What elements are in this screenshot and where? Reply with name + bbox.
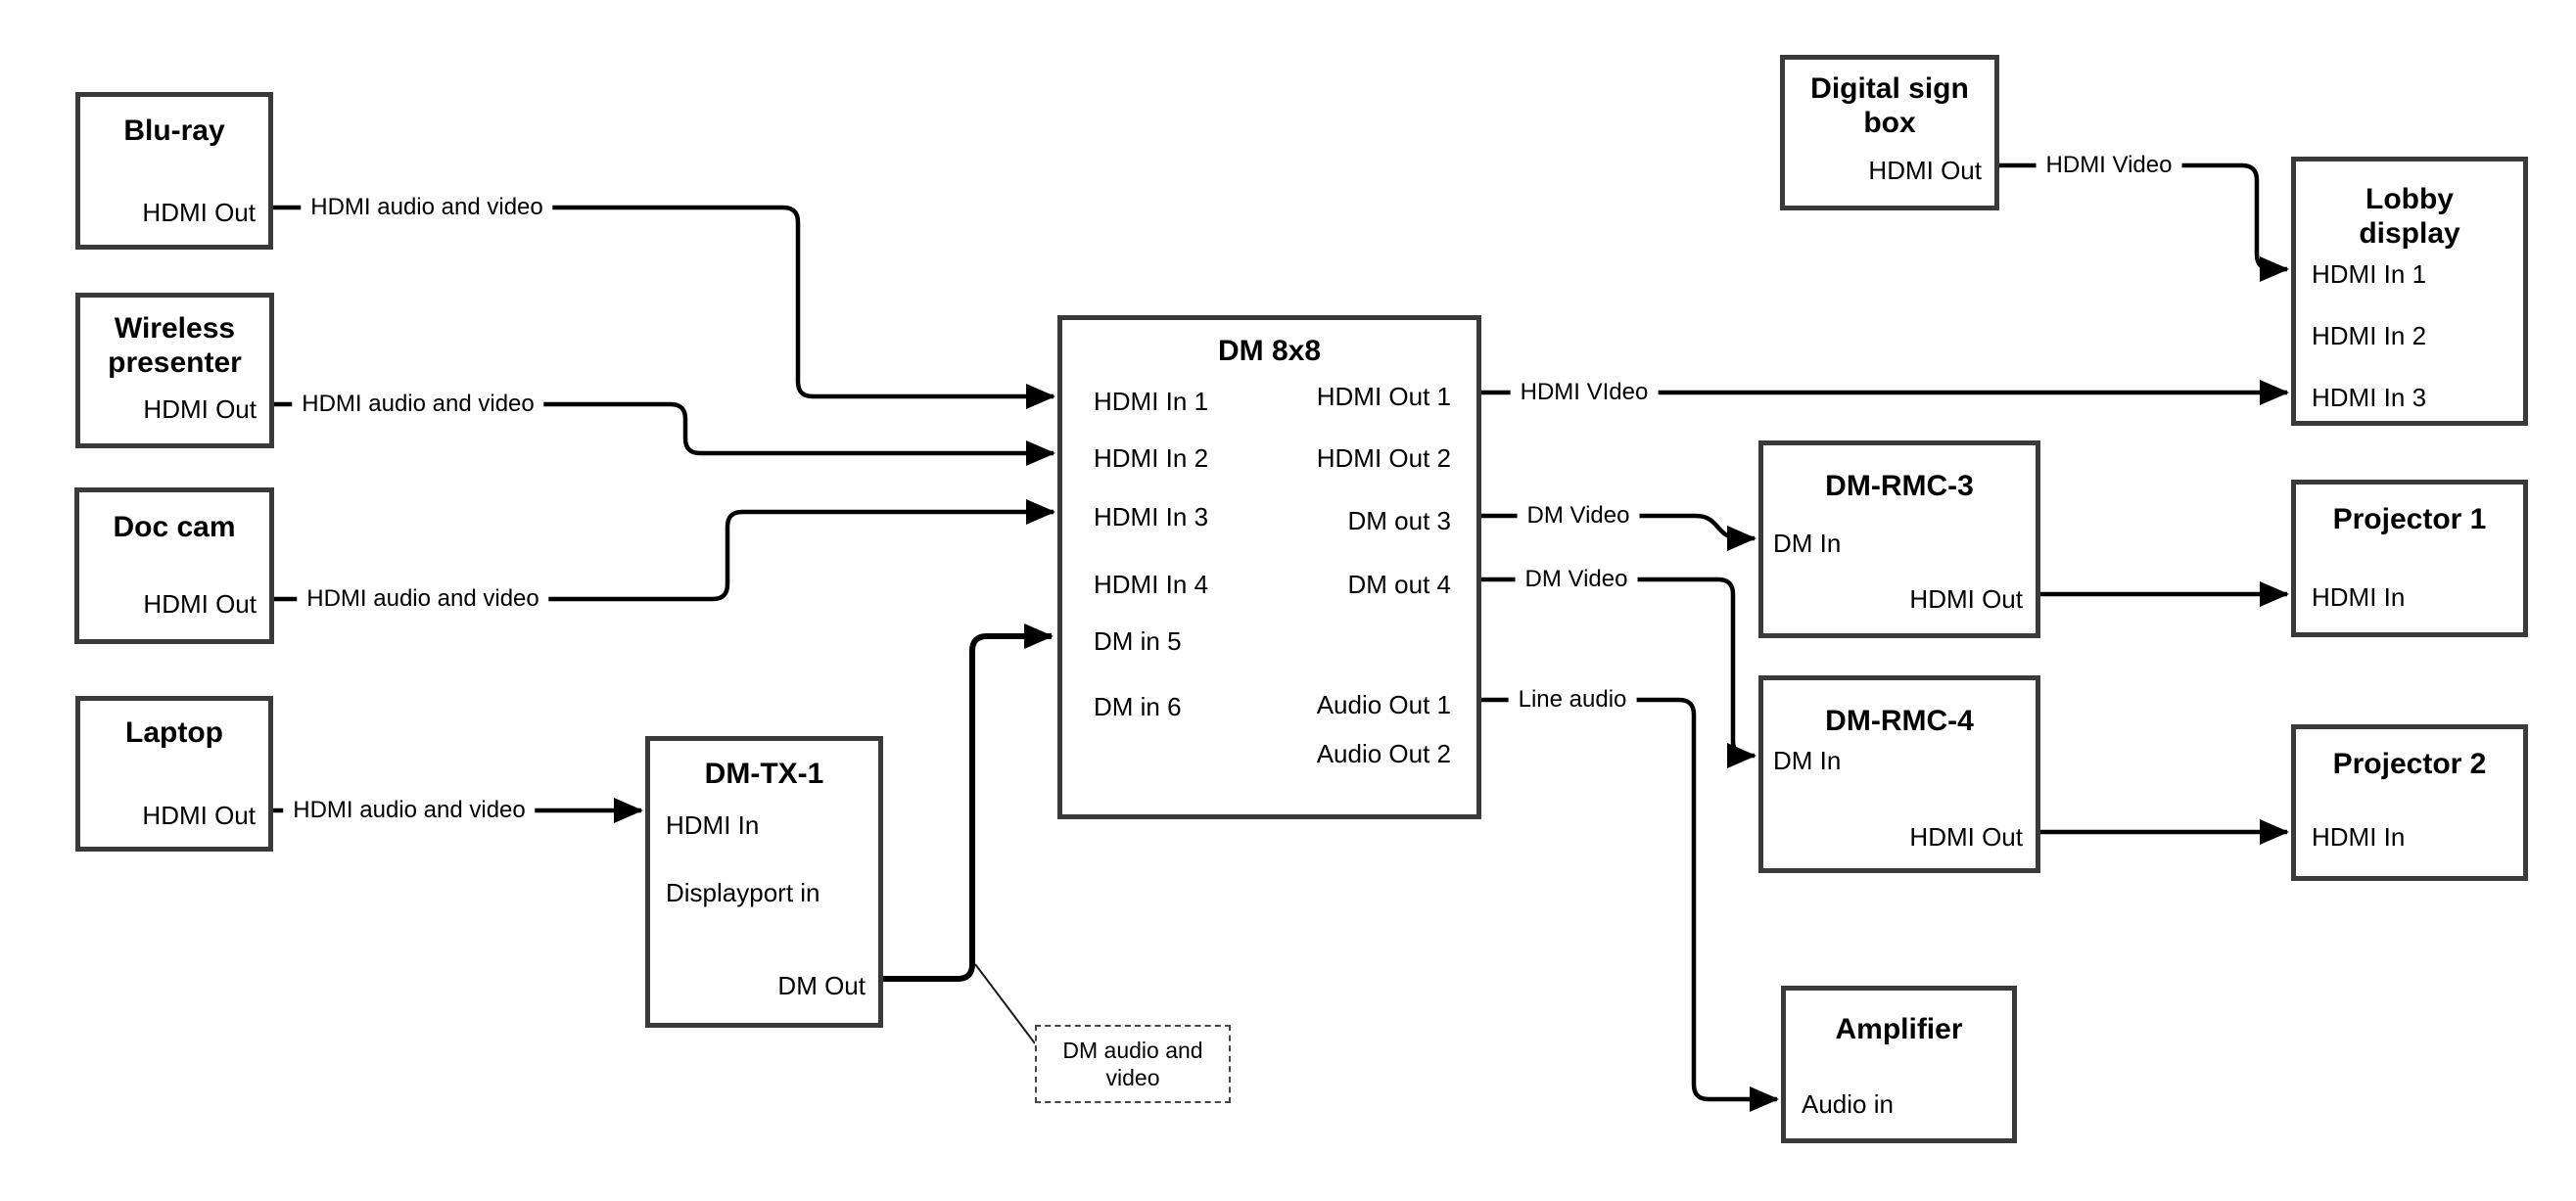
port-hdmi-out-1: HDMI Out 1 xyxy=(1316,382,1451,411)
port-dm-out-3: DM out 3 xyxy=(1347,506,1452,535)
wire-dmtx1-to-dm8x8-in5 xyxy=(883,624,1054,982)
node-title: DM 8x8 xyxy=(1217,335,1322,367)
callout-dm-audio-video: DM audio and video xyxy=(1035,1025,1231,1103)
port-audio-out-1: Audio Out 1 xyxy=(1316,690,1451,719)
node-title: Doc cam xyxy=(113,511,236,543)
port-dm-out: DM Out xyxy=(777,971,866,1000)
node-title: Laptop xyxy=(125,716,223,749)
wire-dm8x8-audio1-to-amp xyxy=(1481,697,1779,1112)
edge-label-doccam-dm8x8: HDMI audio and video xyxy=(297,585,549,613)
edge-label-dmout4-rmc4: DM Video xyxy=(1515,566,1638,593)
port-audio-in: Audio in xyxy=(1802,1089,1894,1119)
edge-label-signbox-lobby: HDMI Video xyxy=(2036,152,2182,179)
port-dm-in: DM In xyxy=(1773,746,1842,775)
port-hdmi-out: HDMI Out xyxy=(1909,584,2023,614)
wire-doccam-to-dm8x8-in3 xyxy=(274,499,1055,602)
port-dm-in-5: DM in 5 xyxy=(1094,626,1182,656)
node-title-text: Lobby display xyxy=(2359,183,2460,250)
port-hdmi-in-2: HDMI In 2 xyxy=(1094,443,1209,473)
node-blu-ray: Blu-ray HDMI Out xyxy=(75,92,273,250)
port-hdmi-out: HDMI Out xyxy=(142,198,256,227)
node-dm-rmc-4: DM-RMC-4 DM In HDMI Out xyxy=(1758,675,2040,873)
port-hdmi-in-2: HDMI In 2 xyxy=(2312,321,2427,350)
node-title: Lobby display xyxy=(2296,182,2523,251)
edge-label-dmout3-rmc3: DM Video xyxy=(1517,502,1640,530)
node-title: Wireless presenter xyxy=(80,311,269,380)
node-title: Amplifier xyxy=(1835,1013,1963,1045)
node-wireless-presenter: Wireless presenter HDMI Out xyxy=(75,293,274,448)
port-hdmi-in-1: HDMI In 1 xyxy=(2312,259,2427,289)
wire-wireless-to-dm8x8-in2 xyxy=(274,401,1055,466)
node-title: Projector 1 xyxy=(2332,503,2487,535)
port-hdmi-out-2: HDMI Out 2 xyxy=(1316,443,1451,473)
node-projector-2: Projector 2 HDMI In xyxy=(2291,724,2528,881)
node-laptop: Laptop HDMI Out xyxy=(75,696,273,852)
edge-label-audioout1-amp: Line audio xyxy=(1508,686,1637,714)
port-hdmi-in-3: HDMI In 3 xyxy=(2312,383,2427,412)
node-digital-sign-box: Digital sign box HDMI Out xyxy=(1780,55,1999,210)
port-hdmi-out: HDMI Out xyxy=(143,394,257,424)
node-lobby-display: Lobby display HDMI In 1 HDMI In 2 HDMI I… xyxy=(2291,157,2528,426)
wire-dm8x8-out3-to-rmc3 xyxy=(1481,513,1756,551)
node-dm-rmc-3: DM-RMC-3 DM In HDMI Out xyxy=(1758,440,2040,638)
port-hdmi-in: HDMI In xyxy=(2312,822,2406,852)
edge-label-bluray-dm8x8: HDMI audio and video xyxy=(301,194,553,221)
wire-signbox-to-lobby-in1 xyxy=(1999,162,2289,282)
node-title: Blu-ray xyxy=(123,115,225,147)
port-hdmi-in-3: HDMI In 3 xyxy=(1094,502,1209,531)
port-hdmi-in: HDMI In xyxy=(2312,582,2406,612)
node-projector-1: Projector 1 HDMI In xyxy=(2291,480,2528,637)
node-title: Projector 2 xyxy=(2332,748,2487,780)
wire-dm8x8-out4-to-rmc4 xyxy=(1481,577,1756,768)
node-amplifier: Amplifier Audio in xyxy=(1781,986,2017,1143)
edge-label-wireless-dm8x8: HDMI audio and video xyxy=(292,391,544,418)
port-hdmi-out: HDMI Out xyxy=(142,801,256,830)
port-displayport-in: Displayport in xyxy=(666,878,820,907)
port-dm-out-4: DM out 4 xyxy=(1347,570,1452,599)
callout-leader-line xyxy=(974,963,1036,1044)
port-hdmi-out: HDMI Out xyxy=(1868,156,1982,185)
node-title: DM-TX-1 xyxy=(704,758,824,790)
port-hdmi-out: HDMI Out xyxy=(143,589,257,619)
node-title: Digital sign box xyxy=(1785,71,1994,140)
node-doc-cam: Doc cam HDMI Out xyxy=(74,487,274,644)
node-dm-8x8: DM 8x8 HDMI In 1 HDMI In 2 HDMI In 3 HDM… xyxy=(1057,315,1481,819)
edge-label-laptop-dmtx1: HDMI audio and video xyxy=(283,797,536,824)
wire-bluray-to-dm8x8-in1 xyxy=(273,205,1055,409)
port-dm-in: DM In xyxy=(1773,529,1842,558)
node-dm-tx-1: DM-TX-1 HDMI In Displayport in DM Out xyxy=(645,736,883,1028)
port-hdmi-in-4: HDMI In 4 xyxy=(1094,570,1209,599)
callout-text: DM audio and video xyxy=(1062,1038,1203,1090)
port-hdmi-out: HDMI Out xyxy=(1909,822,2023,852)
node-title: DM-RMC-3 xyxy=(1825,470,1974,502)
port-hdmi-in: HDMI In xyxy=(666,810,760,840)
port-hdmi-in-1: HDMI In 1 xyxy=(1094,387,1209,416)
node-title: DM-RMC-4 xyxy=(1825,705,1974,737)
edge-label-dm8x8-lobby: HDMI VIdeo xyxy=(1510,379,1659,406)
port-dm-in-6: DM in 6 xyxy=(1094,692,1182,721)
node-title-text: Digital sign box xyxy=(1810,72,1969,139)
node-title-text: Wireless presenter xyxy=(108,312,242,379)
port-audio-out-2: Audio Out 2 xyxy=(1316,739,1451,768)
